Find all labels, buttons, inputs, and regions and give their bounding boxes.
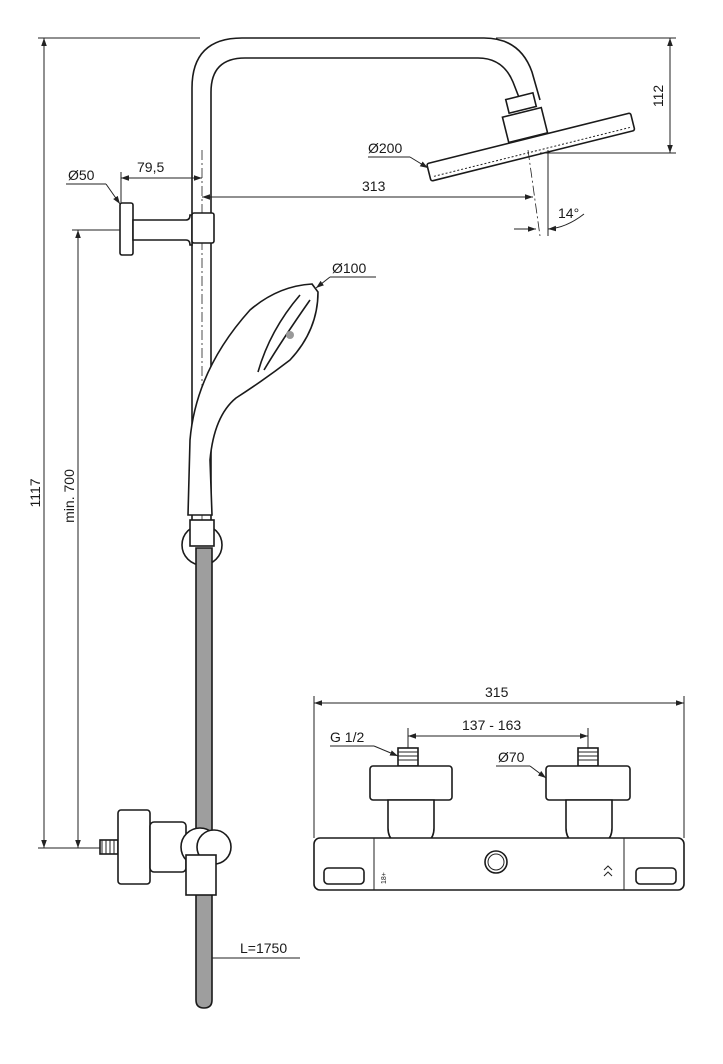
dim-min-height: min. 700 bbox=[61, 469, 77, 523]
left-inlet-thread bbox=[397, 747, 419, 767]
hand-shower-body bbox=[187, 283, 319, 516]
temperature-handle-tab bbox=[323, 867, 365, 885]
dim-head-drop: 112 bbox=[650, 85, 666, 108]
right-inlet-thread bbox=[577, 747, 599, 767]
flow-handle-tab bbox=[635, 867, 677, 885]
wall-flange bbox=[119, 202, 134, 256]
dim-hose-length: L=1750 bbox=[240, 940, 287, 956]
dim-total-height: 1117 bbox=[27, 478, 43, 507]
head-axis bbox=[527, 149, 541, 237]
hand-shower-spray-face bbox=[286, 331, 294, 339]
riser-rail-inner bbox=[210, 57, 521, 520]
thermostat-front-view: 18+ bbox=[313, 747, 685, 891]
left-escutcheon bbox=[369, 765, 453, 801]
dim-connection-thread: G 1/2 bbox=[330, 729, 364, 745]
dim-head-tilt: 14° bbox=[558, 205, 579, 221]
dim-hand-shower-diameter: Ø100 bbox=[332, 260, 366, 276]
head-connector bbox=[504, 91, 538, 115]
wall-bracket-arm bbox=[132, 214, 193, 246]
dim-head-diameter: Ø200 bbox=[368, 140, 402, 156]
dim-inlet-spacing: 137 - 163 bbox=[462, 717, 521, 733]
dim-thermostat-width: 315 bbox=[485, 684, 509, 700]
riser-rail bbox=[191, 37, 541, 560]
right-escutcheon bbox=[545, 765, 631, 801]
overhead-shower-head bbox=[426, 112, 636, 182]
thermostat-side-view bbox=[99, 809, 232, 896]
dim-wall-flange-diameter: Ø50 bbox=[68, 167, 95, 183]
rail-clamp bbox=[191, 212, 215, 244]
dim-escutcheon-diameter: Ø70 bbox=[498, 749, 525, 765]
shower-hose bbox=[195, 547, 213, 1009]
dim-bracket-offset: 79,5 bbox=[137, 159, 164, 175]
svg-text:18+: 18+ bbox=[381, 872, 388, 884]
slider-socket bbox=[189, 519, 215, 547]
dim-arm-reach: 313 bbox=[362, 178, 386, 194]
hand-shower-face bbox=[257, 294, 311, 373]
